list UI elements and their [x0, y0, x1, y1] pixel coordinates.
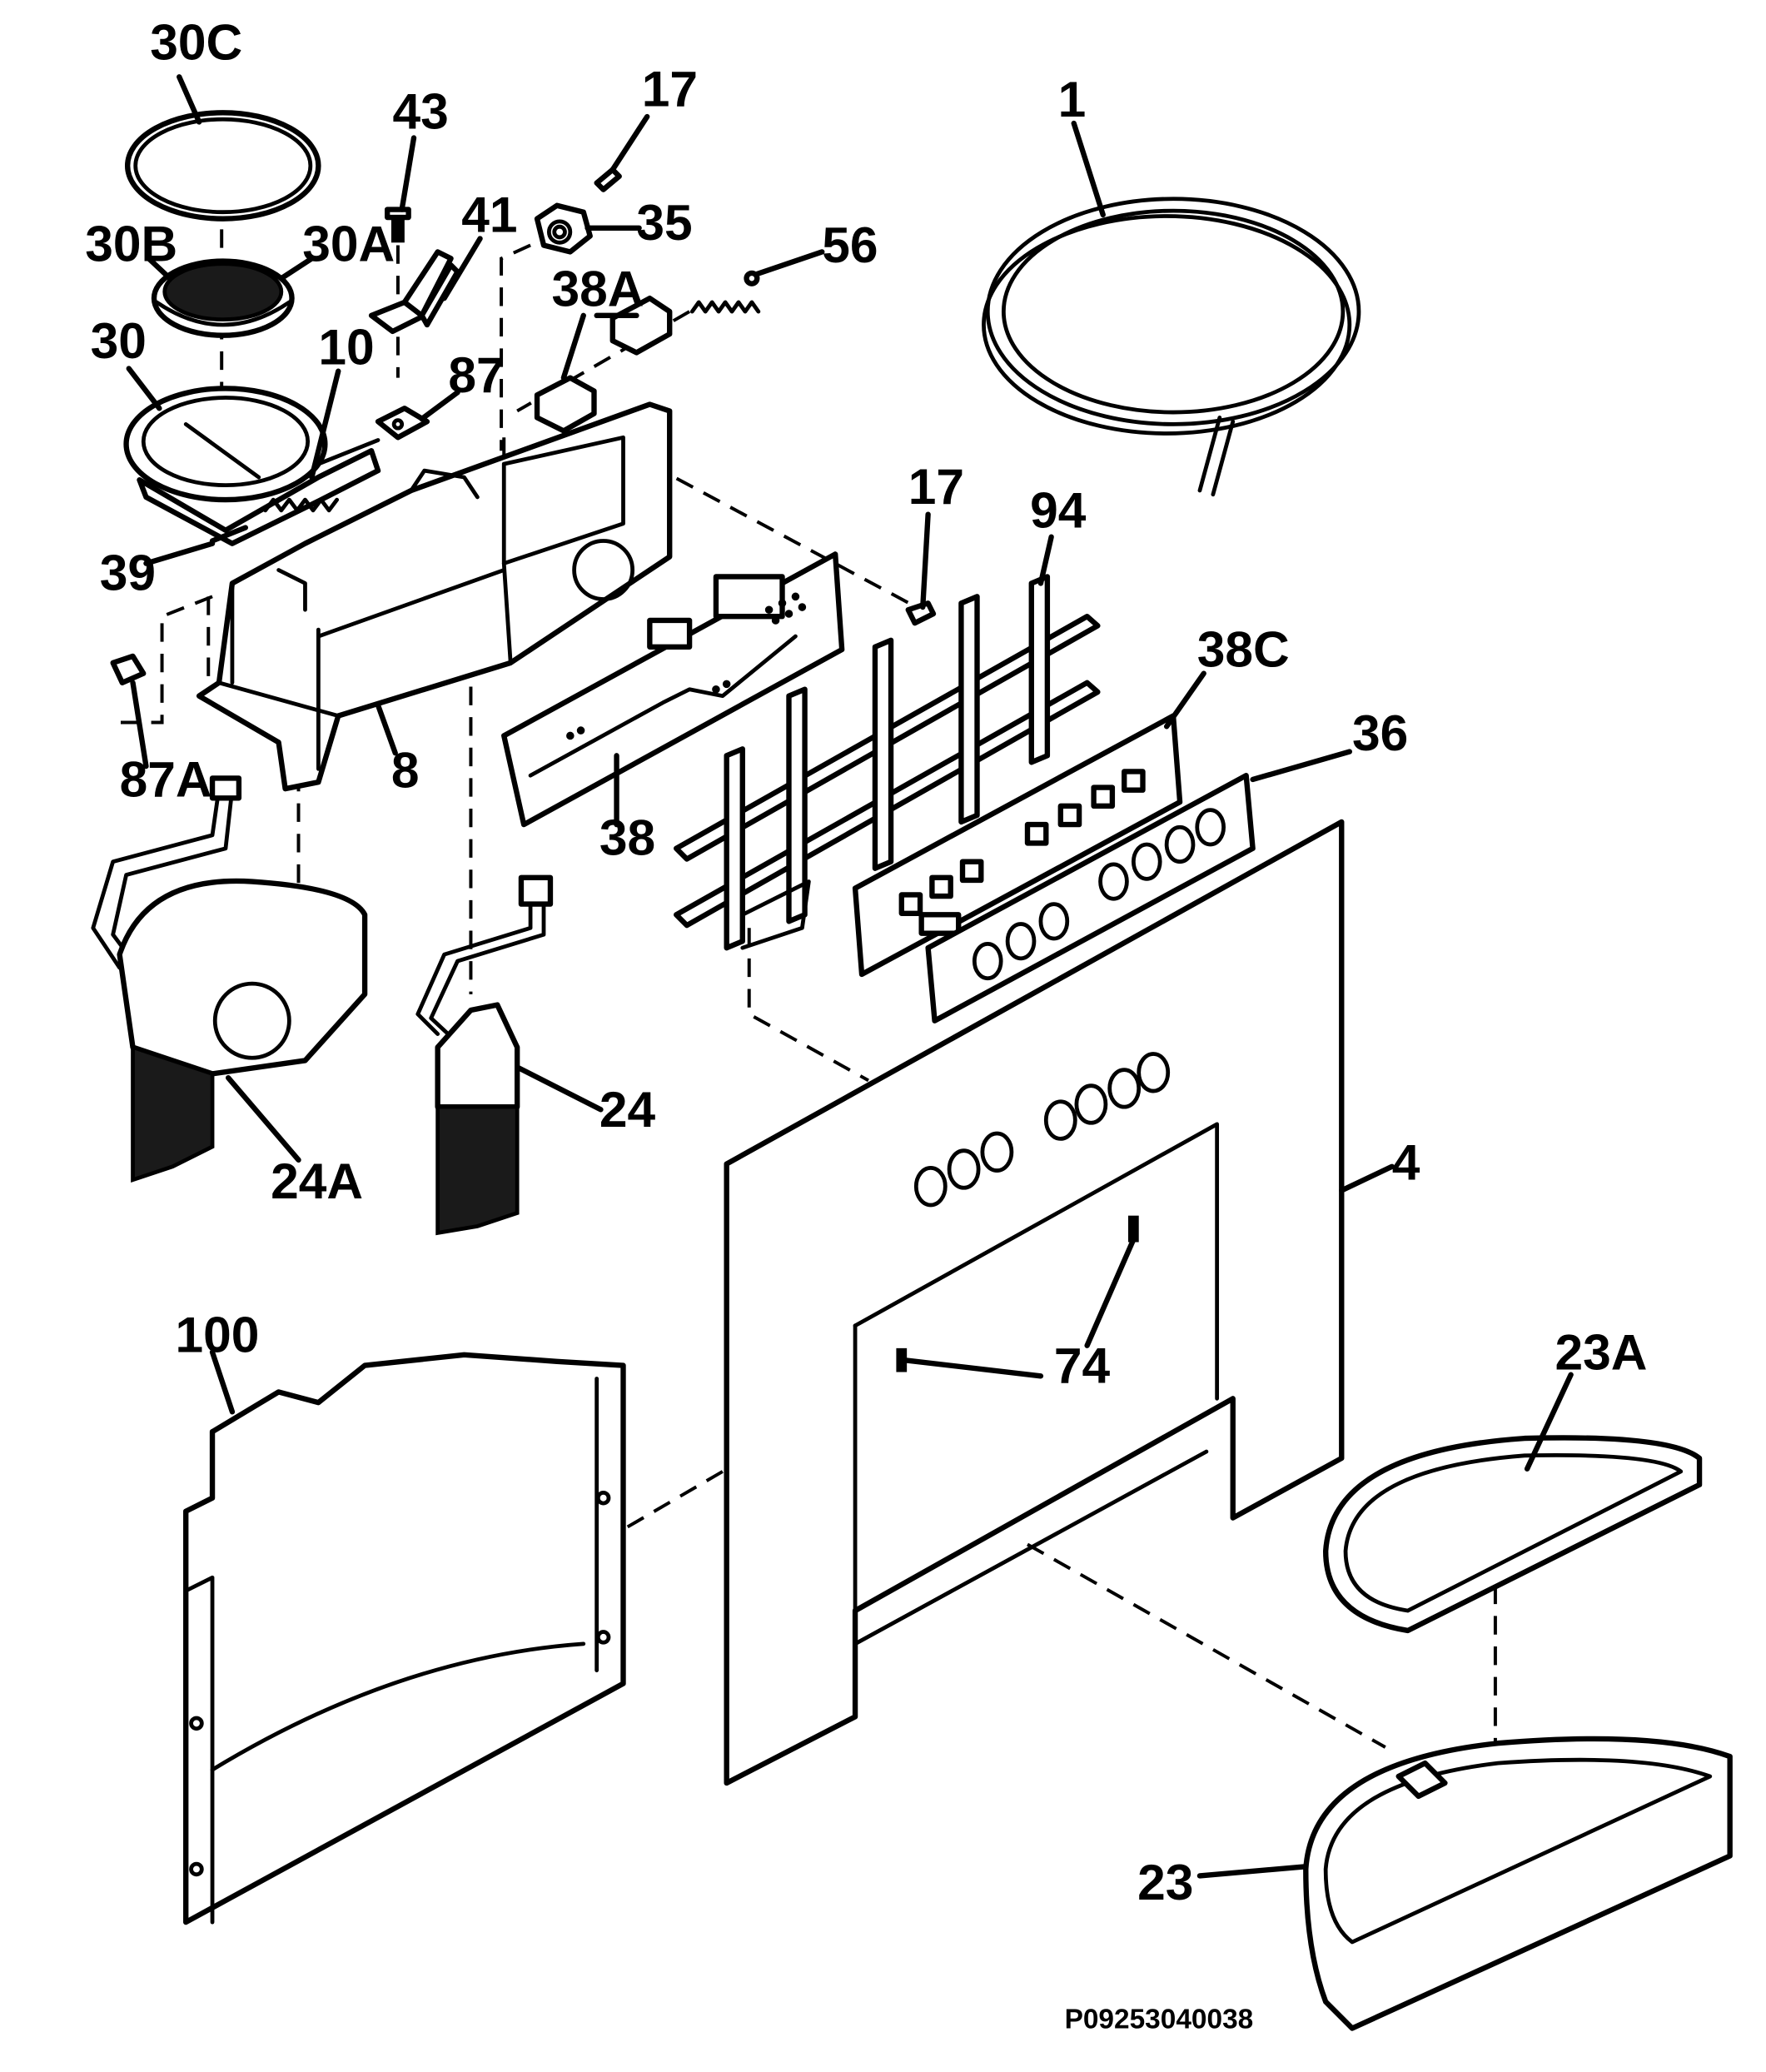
part-4-front-panel	[724, 819, 1345, 1786]
part-8-housing	[196, 401, 673, 792]
callout-94: 94	[1030, 482, 1087, 539]
callout-41: 41	[461, 187, 517, 243]
callout-30b: 30B	[85, 216, 177, 272]
part-30c-gasket	[124, 110, 321, 222]
callout-4: 4	[1392, 1134, 1420, 1191]
part-36-overlay	[925, 773, 1256, 1024]
drawing-code: P09253040038	[1065, 2004, 1254, 2035]
callout-30: 30	[91, 312, 147, 369]
callout-38a: 38A	[552, 261, 644, 317]
callout-35: 35	[636, 194, 692, 251]
part-10-spring	[263, 497, 340, 513]
callout-38c: 38C	[1197, 621, 1290, 678]
callout-100: 100	[175, 1307, 259, 1363]
callout-43: 43	[393, 82, 449, 139]
part-23a-tray-grille	[1322, 1435, 1703, 1634]
callout-30a: 30A	[302, 216, 395, 272]
part-38c-control-board	[852, 713, 1183, 978]
part-38a-switches	[534, 295, 673, 434]
callout-10: 10	[318, 319, 374, 376]
leader-lines	[126, 74, 1574, 1879]
part-87a-clip	[110, 653, 147, 685]
callout-36: 36	[1352, 705, 1408, 761]
board-38-dots	[566, 592, 807, 740]
callout-30c: 30C	[150, 14, 242, 71]
callout-labels: 30C 43 17 1 30B 30A 41 35 56 38A 30 10 8…	[85, 14, 1647, 2035]
part-43-screw	[384, 207, 411, 243]
part-24a-ice-chute	[91, 775, 368, 1183]
part-24-chute	[415, 874, 554, 1236]
callout-17-top: 17	[642, 60, 698, 117]
part-100-shield	[183, 1352, 626, 1925]
callout-1: 1	[1058, 71, 1087, 127]
part-38-board	[501, 551, 845, 828]
callout-87: 87	[448, 346, 504, 403]
part-23-drip-tray	[1303, 1736, 1733, 2031]
part-1-tubing	[982, 197, 1361, 497]
callout-17-mid: 17	[908, 458, 964, 515]
part-35-switch	[534, 202, 593, 255]
part-39-pin	[209, 525, 249, 544]
part-17-screw-top	[594, 167, 622, 192]
callout-87a: 87A	[120, 751, 212, 808]
part-87-clip	[375, 406, 430, 441]
callout-8: 8	[391, 742, 420, 799]
part-41-bracket	[368, 249, 460, 335]
callout-23: 23	[1137, 1854, 1193, 1910]
callout-38: 38	[599, 809, 655, 866]
part-56-spring	[689, 270, 761, 314]
part-30-door-housing	[123, 386, 381, 546]
part-30b-filter-disc	[151, 258, 295, 338]
callout-24: 24	[599, 1081, 656, 1138]
callout-56: 56	[822, 217, 878, 273]
callout-39: 39	[100, 544, 156, 600]
callout-23a: 23A	[1555, 1323, 1648, 1380]
callout-24a: 24A	[271, 1153, 363, 1209]
callout-74: 74	[1054, 1337, 1111, 1393]
part-94-frame	[673, 574, 1101, 951]
